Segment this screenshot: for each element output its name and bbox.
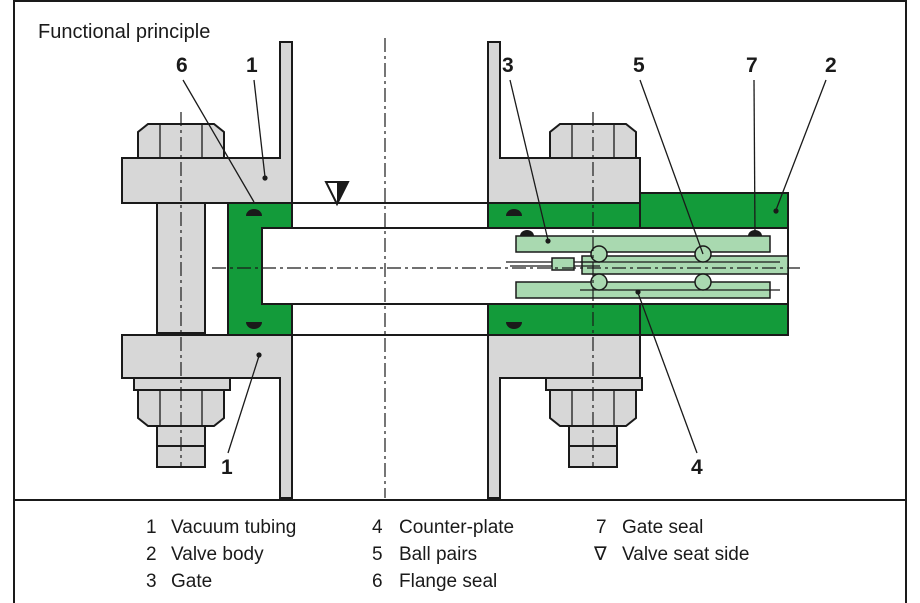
leader-dot	[545, 238, 551, 244]
ball-pair-icon	[590, 245, 608, 263]
leader-dot	[773, 208, 779, 214]
diagram-title: Functional principle	[38, 21, 210, 43]
ball-pair-icon	[694, 273, 712, 291]
legend-label: Flange seal	[399, 571, 497, 592]
legend-label: Gate	[171, 571, 212, 592]
legend: 1 Vacuum tubing 2 Valve body 3 Gate 4 Co…	[146, 517, 749, 592]
callout-3: 3	[502, 54, 514, 77]
legend-label: Ball pairs	[399, 544, 477, 565]
gate-mid-plate	[581, 255, 789, 275]
callout-1-top: 1	[246, 54, 258, 77]
legend-num: 4	[372, 517, 383, 538]
legend-label: Counter-plate	[399, 517, 514, 538]
legend-num: 6	[372, 571, 383, 592]
callout-4: 4	[691, 456, 703, 479]
legend-label: Gate seal	[622, 517, 703, 538]
leader-dot	[635, 289, 641, 295]
leader-3	[509, 79, 549, 241]
legend-num: 3	[146, 571, 157, 592]
legend-num: 5	[372, 544, 383, 565]
lower-bore	[291, 303, 489, 336]
leader-1-top	[253, 79, 266, 178]
callout-6: 6	[176, 54, 188, 77]
gate-actuator	[551, 257, 575, 271]
leader-6	[182, 79, 255, 203]
leader-dot	[262, 175, 268, 181]
flange-seal-icon	[246, 209, 262, 216]
leader-4	[637, 292, 698, 454]
leader-1-bottom	[227, 355, 260, 454]
leader-7	[753, 79, 756, 237]
legend-num: 7	[596, 517, 607, 538]
valve-seat-side-icon-fill	[337, 182, 348, 204]
upper-bore	[291, 202, 489, 229]
flange-seal-icon	[246, 322, 262, 329]
flange-seal-icon	[506, 322, 522, 329]
gate-plate	[515, 235, 771, 253]
bottom-left-washer	[133, 377, 231, 391]
legend-num: ∇	[593, 544, 607, 565]
callout-2: 2	[825, 54, 837, 77]
callout-7: 7	[746, 54, 758, 77]
leader-dot	[256, 352, 262, 358]
legend-num: 2	[146, 544, 157, 565]
leader-5	[639, 79, 704, 255]
legend-label: Vacuum tubing	[171, 517, 296, 538]
legend-label: Valve body	[171, 544, 264, 565]
ball-pair-icon	[590, 273, 608, 291]
bottom-right-washer	[545, 377, 643, 391]
leader-2	[775, 79, 827, 211]
callout-5: 5	[633, 54, 645, 77]
callout-1-bottom: 1	[221, 456, 233, 479]
gate-seal-icon	[520, 230, 534, 236]
legend-num: 1	[146, 517, 157, 538]
legend-label: Valve seat side	[622, 544, 749, 565]
flange-seal-icon	[506, 209, 522, 216]
